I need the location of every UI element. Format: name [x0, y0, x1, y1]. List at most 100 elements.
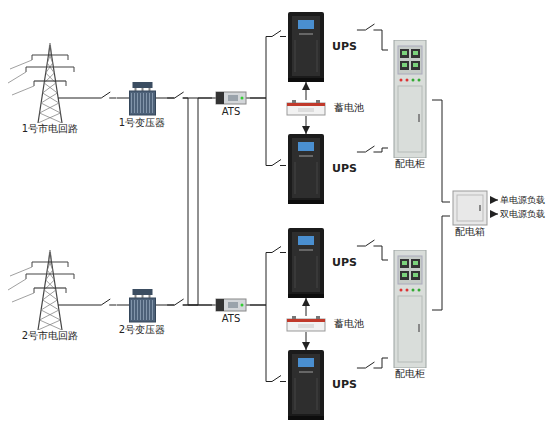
transformer-fin — [152, 300, 153, 320]
power-line — [432, 216, 450, 310]
switch-symbol — [175, 299, 184, 305]
tower-lattice — [41, 310, 60, 320]
power-line — [357, 358, 388, 368]
tower-lattice — [46, 270, 53, 280]
ups-button — [299, 33, 313, 35]
battery-node: 蓄电池 — [286, 316, 364, 332]
transformer-body — [129, 298, 155, 322]
tower-drawing — [6, 43, 94, 123]
switch-symbol — [272, 376, 281, 382]
tower-arm — [32, 54, 68, 55]
transformer-icon — [129, 289, 155, 322]
power-line — [357, 30, 388, 50]
box-body — [453, 191, 487, 225]
transformer-fin — [149, 93, 150, 113]
transformer-fin — [137, 93, 138, 113]
cabinet-indicator — [418, 289, 421, 292]
ups-vent — [295, 378, 296, 410]
tower-leg — [50, 45, 62, 123]
cabinet-meter-face — [413, 51, 418, 55]
power-line — [94, 98, 117, 99]
tower-lattice — [43, 290, 56, 300]
ats-led — [241, 97, 244, 100]
tower-wire — [8, 279, 26, 290]
node-label: UPS — [332, 163, 357, 175]
cabinet-meter — [411, 61, 420, 70]
ats-panel — [216, 299, 224, 311]
tower-lattice — [48, 43, 50, 53]
tower-lattice — [41, 103, 60, 113]
transformer-fin — [143, 93, 144, 113]
switch-blade — [101, 299, 110, 305]
cabinet-meter — [411, 259, 420, 268]
tower-lattice — [44, 83, 57, 93]
tower-insulator — [34, 288, 35, 293]
cabinet-meter — [400, 271, 409, 280]
tower-arm — [26, 273, 74, 274]
ups-base — [288, 416, 324, 420]
cabinet-indicator — [400, 79, 403, 82]
node-label: 蓄电池 — [334, 102, 364, 114]
cabinet-door — [398, 86, 422, 152]
tower-arm — [34, 287, 66, 288]
tower-insulator — [66, 81, 67, 86]
switch-symbol — [175, 92, 184, 98]
power-line — [168, 98, 213, 305]
transformer-body — [129, 91, 155, 115]
tower-leg — [50, 252, 62, 330]
tower-lattice — [43, 93, 59, 103]
cabinet-body — [394, 40, 426, 158]
ats-body — [216, 92, 246, 104]
cabinet-indicator — [412, 79, 415, 82]
switch-blade — [272, 376, 281, 382]
tower-wire — [12, 86, 34, 95]
transformer-conservator — [132, 289, 152, 295]
switch-blade — [365, 240, 374, 246]
transformer-fin — [146, 300, 147, 320]
transformer-node: 2号变压器 — [117, 286, 168, 336]
tower-insulator — [68, 262, 69, 267]
battery-terminal — [292, 316, 296, 319]
cabinet-meter-face — [413, 63, 418, 67]
box-door — [457, 195, 483, 221]
xfmr-drawing — [117, 79, 168, 117]
battery-label-plate — [298, 324, 314, 328]
power-line — [306, 332, 307, 350]
cabinet-meter-face — [413, 273, 418, 277]
tower-lattice — [38, 320, 60, 330]
load-node: 双电源负载 — [500, 208, 545, 220]
ups-drawing — [286, 350, 326, 420]
power-line — [250, 253, 286, 306]
transformer-fin — [149, 300, 150, 320]
transformer-fin — [140, 93, 141, 113]
tower-insulator — [34, 81, 35, 86]
ups-node: UPS — [286, 12, 357, 82]
cabinet-indicator — [406, 79, 409, 82]
ups-vent — [317, 162, 318, 194]
cabinet-meter — [400, 259, 409, 268]
cabinet-indicator — [406, 289, 409, 292]
ups-front — [292, 354, 320, 414]
power-line — [357, 148, 388, 152]
tower-lattice — [40, 103, 59, 113]
switch-symbol — [101, 92, 110, 98]
tower-insulator — [74, 274, 75, 279]
ups-vent — [295, 256, 296, 288]
cabinet-icon — [394, 40, 426, 158]
ups-drawing — [286, 228, 326, 298]
tower-wire — [10, 60, 32, 69]
ups-base — [288, 78, 324, 82]
distribution-box-node: 配电箱 — [450, 190, 490, 238]
switch-blade — [365, 362, 374, 368]
power-line — [168, 98, 213, 305]
tower-insulator — [26, 67, 27, 72]
ats-drawing — [212, 297, 250, 313]
ups-node: UPS — [286, 228, 357, 298]
switch-symbol — [272, 247, 281, 253]
transformer-fin — [134, 300, 135, 320]
box-icon — [453, 191, 487, 225]
ups-vent — [317, 40, 318, 72]
cabinet-node: 配电柜 — [388, 250, 432, 380]
ups-screen — [298, 20, 314, 29]
